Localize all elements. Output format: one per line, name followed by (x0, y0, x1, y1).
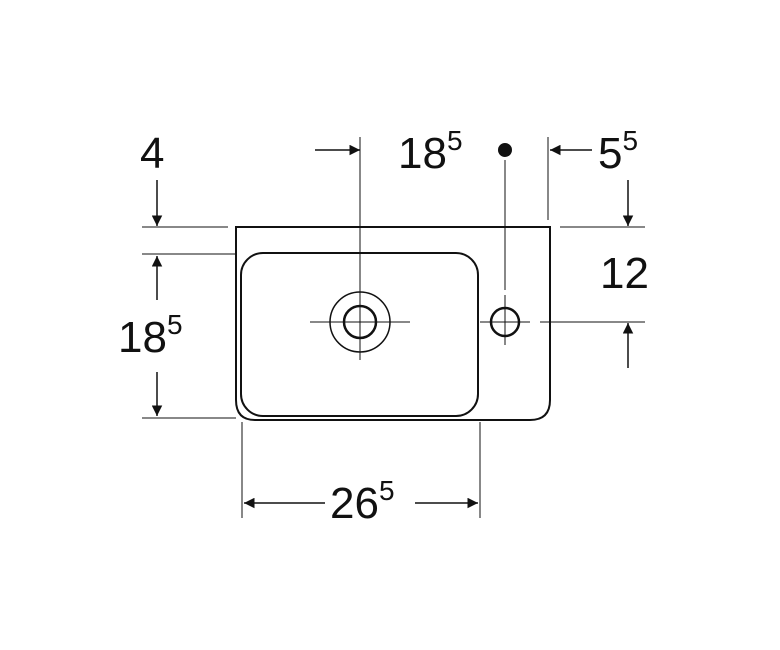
label-tap-to-edge: 55 (598, 125, 638, 178)
label-top-offset: 4 (140, 129, 164, 178)
basin-outline (235, 226, 551, 421)
tap-hole (480, 295, 530, 345)
label-bowl-width: 265 (330, 475, 395, 528)
extension-lines (142, 137, 645, 518)
label-bowl-depth: 185 (118, 309, 183, 362)
dimension-arrows (151, 144, 634, 509)
tap-position-dot (498, 143, 512, 157)
drain-hole (310, 272, 410, 360)
label-center-to-tap: 185 (398, 125, 463, 178)
label-tap-offset: 12 (600, 249, 649, 298)
